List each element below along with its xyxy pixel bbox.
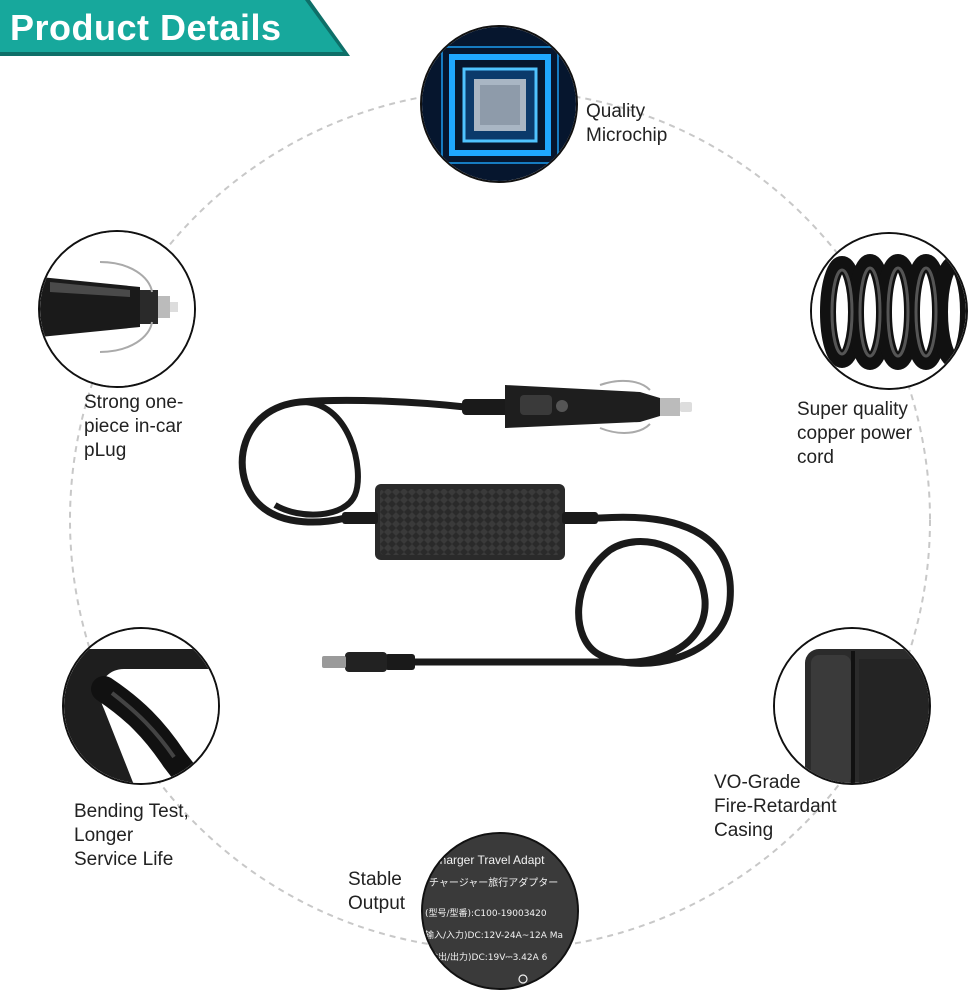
microchip-icon <box>422 27 576 181</box>
banner-title: Product Details <box>10 7 282 48</box>
caption-line: Service Life <box>74 849 174 870</box>
power-cord-circle <box>810 232 968 390</box>
output-label-line: Charger Travel Adapt <box>431 853 545 867</box>
casing-caption: VO-Grade Fire-Retardant Casing <box>714 771 837 843</box>
car-plug-icon <box>40 232 194 386</box>
output-label-line: 输入/入力)DC:12V-24A~12A Ma <box>425 929 563 941</box>
caption-line: Super quality <box>797 399 908 420</box>
caption-line: Fire-Retardant <box>714 796 837 817</box>
bent-cable-icon <box>64 629 218 783</box>
caption-line: Casing <box>714 820 774 841</box>
stable-output-circle: Charger Travel Adapt チャージャー旅行アダプター (型号/型… <box>421 832 579 990</box>
caption-line: pLug <box>84 440 127 461</box>
car-plug-caption: Strong one- piece in-car pLug <box>84 391 183 463</box>
bending-test-circle <box>62 627 220 785</box>
casing-circle <box>773 627 931 785</box>
power-cord-caption: Super quality copper power cord <box>797 398 912 470</box>
caption-line: Strong one- <box>84 392 184 413</box>
bending-test-caption: Bending Test, Longer Service Life <box>74 800 189 872</box>
caption-line: Longer <box>74 825 134 846</box>
casing-corner-icon <box>775 629 929 783</box>
output-label-line: 输出/出力)DC:19V⎓3.42A 6 <box>429 951 548 963</box>
caption-line: cord <box>797 447 834 468</box>
stable-output-caption: Stable Output <box>348 868 405 916</box>
polarity-icon <box>518 974 528 984</box>
caption-line: Microchip <box>586 125 668 146</box>
coiled-cord-icon <box>812 234 966 388</box>
caption-line: Quality <box>586 101 646 122</box>
caption-line: piece in-car <box>84 416 183 437</box>
car-plug-circle <box>38 230 196 388</box>
output-label-line: チャージャー旅行アダプター <box>429 876 558 889</box>
caption-line: copper power <box>797 423 913 444</box>
product-details-banner: Product Details <box>0 0 350 56</box>
banner-background <box>0 0 350 56</box>
microchip-caption: Quality Microchip <box>586 100 667 148</box>
caption-line: VO-Grade <box>714 772 801 793</box>
caption-line: Stable <box>348 869 402 890</box>
caption-line: Bending Test, <box>74 801 189 822</box>
output-label-line: (型号/型番):C100-19003420 <box>425 907 547 919</box>
microchip-circle <box>420 25 578 183</box>
output-label-icon: Charger Travel Adapt チャージャー旅行アダプター (型号/型… <box>423 834 577 988</box>
caption-line: Output <box>348 893 406 914</box>
